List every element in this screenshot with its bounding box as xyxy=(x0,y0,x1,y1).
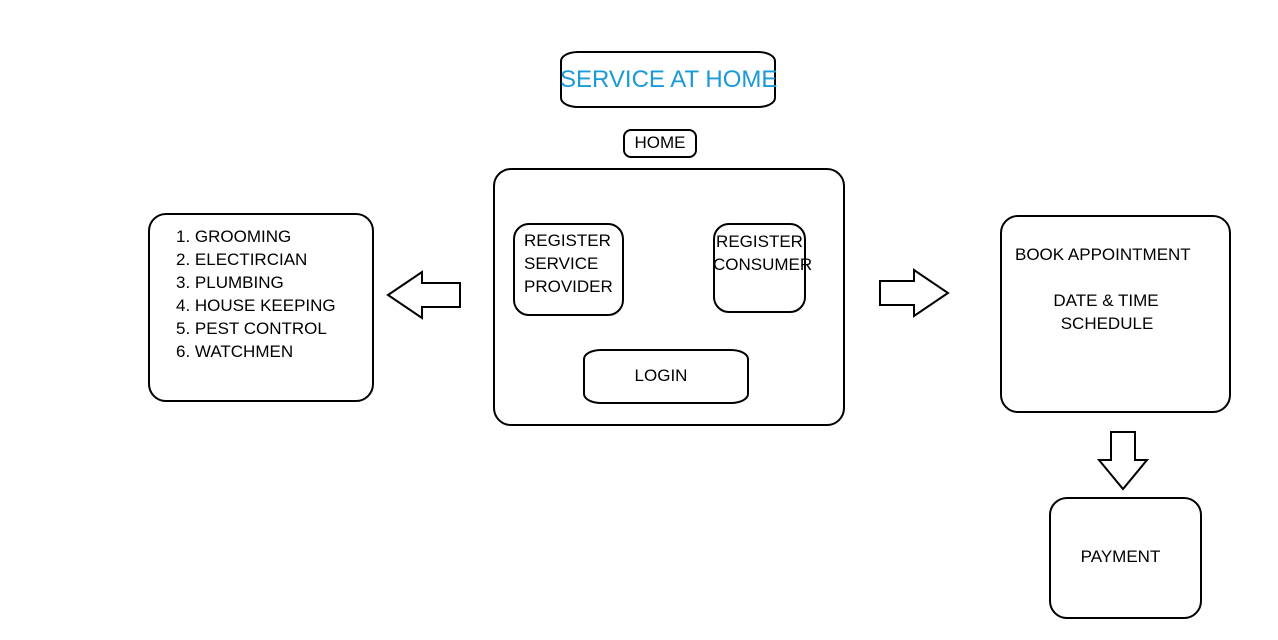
service-item-grooming: 1. GROOMING xyxy=(176,227,292,246)
title-box xyxy=(560,51,776,108)
register-consumer-box xyxy=(713,223,806,313)
book-appointment-label: BOOK APPOINTMENT xyxy=(1015,245,1191,264)
home-label: HOME xyxy=(634,133,686,152)
arrow-left-icon xyxy=(386,270,461,320)
login-box xyxy=(583,349,749,404)
home-label-box xyxy=(623,129,697,158)
arrow-down-icon xyxy=(1097,431,1150,491)
payment-box xyxy=(1049,497,1202,619)
register-consumer-line-2: CONSUMER xyxy=(713,255,813,274)
service-item-house-keeping: 4. HOUSE KEEPING xyxy=(176,296,336,315)
register-service-provider-line-3: PROVIDER xyxy=(524,277,613,296)
services-box xyxy=(148,213,374,402)
book-appointment-box xyxy=(1000,215,1231,413)
arrow-right-icon xyxy=(879,268,950,318)
service-item-electrician: 2. ELECTIRCIAN xyxy=(176,250,308,269)
login-label: LOGIN xyxy=(634,366,688,385)
service-item-watchmen: 6. WATCHMEN xyxy=(176,342,294,361)
schedule-line-2: SCHEDULE xyxy=(1060,314,1154,333)
diagram-title: SERVICE AT HOME xyxy=(560,66,778,93)
register-service-provider-box xyxy=(513,223,624,316)
service-item-plumbing: 3. PLUMBING xyxy=(176,273,284,292)
register-service-provider-line-2: SERVICE xyxy=(524,254,599,273)
register-service-provider-line-1: REGISTER xyxy=(524,231,611,250)
payment-label: PAYMENT xyxy=(1080,547,1161,566)
schedule-line-1: DATE & TIME xyxy=(1053,291,1159,310)
service-item-pest-control: 5. PEST CONTROL xyxy=(176,319,327,338)
register-consumer-line-1: REGISTER xyxy=(716,232,803,251)
